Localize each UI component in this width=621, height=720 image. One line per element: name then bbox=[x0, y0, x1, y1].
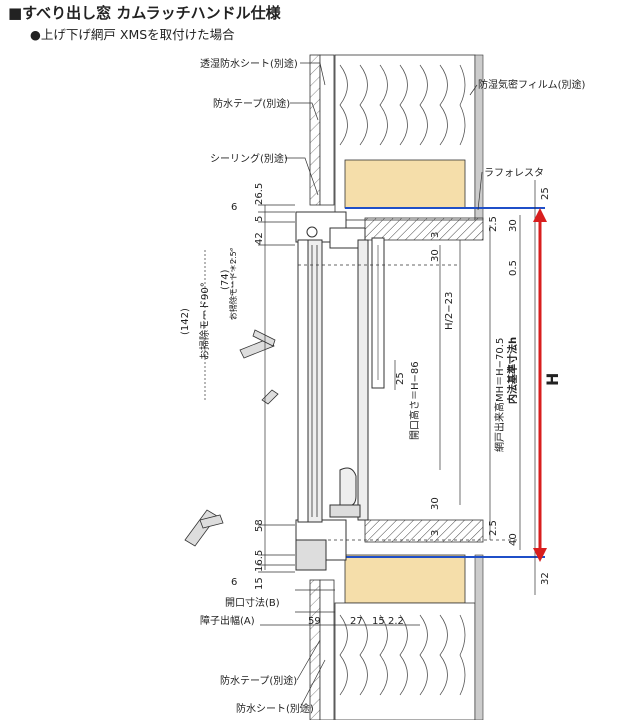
dim-2-5-bottom: 2.5 bbox=[488, 520, 499, 536]
insulation-top bbox=[334, 54, 484, 221]
label-cleaning-mode-25: お掃除モード＊2.5° bbox=[228, 247, 238, 320]
dim-5: 5 bbox=[254, 216, 265, 222]
dim-30-top: 30 bbox=[430, 249, 441, 262]
dim-6-top: 6 bbox=[231, 202, 237, 213]
H-arrow-bottom bbox=[533, 548, 547, 562]
dim-142: (142) bbox=[180, 308, 191, 335]
label-inner-h: 内法基準寸法h bbox=[506, 337, 519, 404]
dim-30-right-top: 30 bbox=[508, 219, 519, 232]
cleaning-mode-detail-top bbox=[239, 329, 279, 405]
dim-58: 58 bbox=[254, 519, 265, 532]
label-waterproof-tape-top: 防水テープ(別途) bbox=[213, 97, 290, 110]
dim-25-sash: 25 bbox=[395, 372, 406, 385]
dim-0-5: 0.5 bbox=[508, 260, 519, 276]
leader-lines bbox=[285, 62, 483, 709]
label-H: H bbox=[543, 373, 562, 386]
label-lath: ラフォレスタ bbox=[484, 167, 544, 179]
label-cleaning-mode-90: お掃除モード90° bbox=[198, 282, 211, 360]
dim-74: (74) bbox=[220, 269, 231, 290]
dim-3-top: 3 bbox=[430, 232, 441, 238]
exterior-wall bbox=[309, 54, 335, 720]
dim-26-5: 26.5 bbox=[254, 183, 265, 205]
window-frame bbox=[295, 211, 385, 571]
label-vapor-film: 防湿気密フィルム(別途) bbox=[478, 78, 586, 91]
dim-2-5-top: 2.5 bbox=[488, 216, 499, 232]
dim-27: 27 bbox=[350, 616, 363, 627]
dim-3-bottom: 3 bbox=[430, 530, 441, 536]
label-opening-height: 開口高さ＝H−86 bbox=[408, 361, 421, 440]
label-h2: H/2−23 bbox=[444, 292, 455, 330]
dim-2-2: 2.2 bbox=[388, 616, 404, 627]
label-screen-height: 網戸出来高MH＝H−70.5 bbox=[493, 338, 506, 452]
dim-15-bottom: 15 bbox=[254, 577, 265, 590]
cleaning-mode-detail-bottom bbox=[184, 509, 224, 547]
label-opening-dim-b: 開口寸法(B) bbox=[225, 596, 280, 609]
dim-40: 40 bbox=[508, 533, 519, 546]
dim-6-bottom: 6 bbox=[231, 577, 237, 588]
page-subtitle: ●上げ下げ網戸 XMSを取付けた場合 bbox=[30, 27, 235, 42]
dim-30-bottom: 30 bbox=[430, 497, 441, 510]
dim-42: 42 bbox=[254, 232, 265, 245]
dim-25-right: 25 bbox=[540, 187, 551, 200]
dim-32: 32 bbox=[540, 572, 551, 585]
dimension-lines bbox=[204, 180, 536, 626]
H-arrow-top bbox=[533, 208, 547, 222]
dim-15: 15 bbox=[372, 616, 385, 627]
label-moisture-sheet: 透湿防水シート(別途) bbox=[200, 57, 298, 70]
dim-59: 59 bbox=[308, 616, 321, 627]
label-sealing: シーリング(別途) bbox=[210, 152, 288, 165]
head-sill bbox=[364, 217, 484, 241]
bottom-sill bbox=[364, 519, 484, 543]
page-title: ■すべり出し窓 カムラッチハンドル仕様 bbox=[8, 4, 281, 22]
label-waterproof-tape-bottom: 防水テープ(別途) bbox=[220, 674, 297, 687]
label-waterproof-sheet-bottom: 防水シート(別途) bbox=[236, 702, 314, 715]
insulation-bottom bbox=[334, 554, 484, 720]
label-obstacle-width-a: 障子出幅(A) bbox=[200, 614, 255, 627]
dim-16-5: 16.5 bbox=[254, 550, 265, 572]
